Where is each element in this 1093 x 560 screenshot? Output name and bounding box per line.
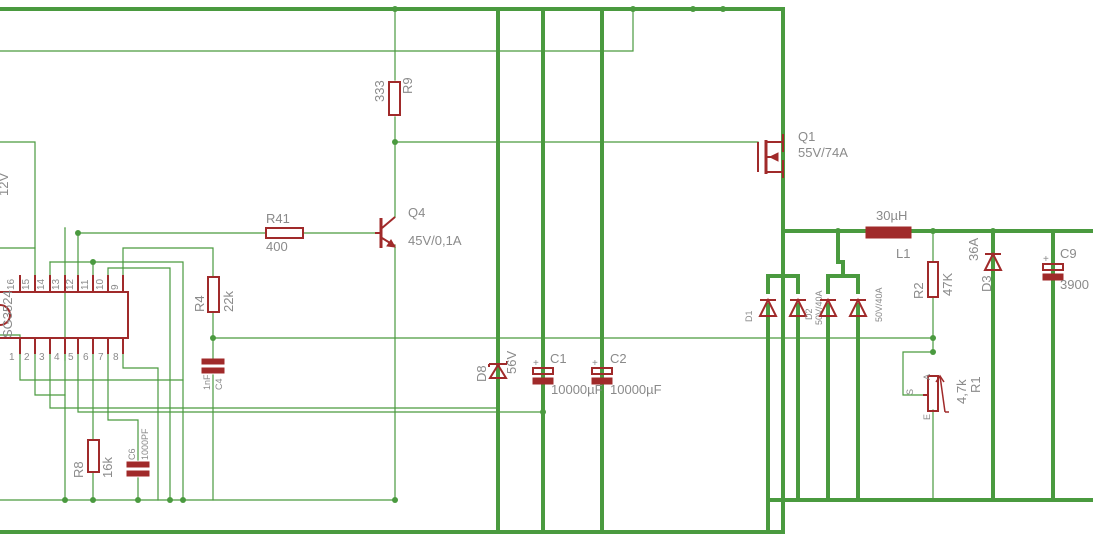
r1-pin-s: S bbox=[905, 389, 915, 395]
c2-value: 10000µF bbox=[610, 382, 662, 397]
pin-11: 11 bbox=[80, 279, 91, 290]
d3-value: 36A bbox=[966, 238, 981, 261]
pin-3: 3 bbox=[39, 352, 45, 363]
pin-14: 14 bbox=[36, 278, 47, 290]
capacitor-c2[interactable]: + C2 10000µF bbox=[591, 351, 662, 397]
c9-polarity: + bbox=[1043, 254, 1049, 265]
r9-value: 333 bbox=[372, 80, 387, 102]
c6-value: 1000PF bbox=[140, 428, 150, 460]
capacitor-c4[interactable]: 1nF C4 bbox=[201, 358, 225, 390]
diode-d2[interactable]: D2 50V/40A bbox=[804, 287, 884, 322]
mosfet-q1[interactable]: Q1 55V/74A bbox=[757, 129, 848, 178]
c4-value: 1nF bbox=[202, 374, 212, 390]
resistor-r2[interactable]: R2 47K bbox=[911, 261, 955, 299]
q4-value: 45V/0,1A bbox=[408, 233, 462, 248]
c9-value: 3900 bbox=[1060, 277, 1089, 292]
ic-pin-numbers-bottom: 1 2 3 4 5 6 7 8 bbox=[9, 352, 119, 363]
zener-diode-d8[interactable]: D8 56V bbox=[474, 351, 519, 382]
r41-value: 400 bbox=[266, 239, 288, 254]
net-12v-label: 12V bbox=[0, 173, 11, 196]
ic-label: SG3524 bbox=[0, 290, 15, 338]
pin-4: 4 bbox=[54, 352, 60, 363]
pin-2: 2 bbox=[24, 352, 30, 363]
r8-name: R8 bbox=[71, 461, 86, 478]
r4-name: R4 bbox=[192, 295, 207, 312]
junction-dots bbox=[62, 6, 996, 503]
c1-value: 10000µF bbox=[551, 382, 603, 397]
d1-name: D1 bbox=[744, 310, 754, 322]
r1-value: 4,7k bbox=[954, 379, 969, 404]
capacitor-c9[interactable]: + C9 3900 bbox=[1042, 246, 1089, 292]
transistor-q4[interactable]: Q4 45V/0,1A bbox=[375, 205, 462, 248]
pin-8: 8 bbox=[113, 352, 119, 363]
pin-10: 10 bbox=[95, 278, 106, 290]
ic-pins bbox=[19, 275, 124, 354]
diode-d3[interactable]: D3 36A bbox=[966, 238, 1003, 292]
q1-name: Q1 bbox=[798, 129, 815, 144]
d3-name: D3 bbox=[979, 275, 994, 292]
r1-pin-a: A bbox=[922, 374, 932, 380]
resistor-r41[interactable]: R41 400 bbox=[265, 211, 304, 254]
d8-value: 56V bbox=[504, 351, 519, 374]
c2-polarity: + bbox=[592, 358, 598, 369]
q4-name: Q4 bbox=[408, 205, 425, 220]
resistor-r9[interactable]: 333 R9 bbox=[372, 77, 415, 116]
c4-name: C4 bbox=[214, 378, 224, 390]
resistor-r4[interactable]: R4 22k bbox=[192, 276, 236, 313]
power-rails bbox=[0, 7, 1093, 534]
pin-9: 9 bbox=[110, 284, 121, 290]
r9-name: R9 bbox=[400, 77, 415, 94]
capacitor-c6[interactable]: C6 1000PF bbox=[126, 428, 150, 477]
r41-name: R41 bbox=[266, 211, 290, 226]
ic-sg3524[interactable]: SG3524 16 15 14 13 12 11 10 9 1 2 3 4 5 … bbox=[0, 275, 129, 363]
c9-name: C9 bbox=[1060, 246, 1077, 261]
resistor-r8[interactable]: R8 16k bbox=[71, 439, 115, 478]
r2-name: R2 bbox=[911, 282, 926, 299]
pin-16: 16 bbox=[6, 278, 17, 290]
q1-value: 55V/74A bbox=[798, 145, 848, 160]
pin-7: 7 bbox=[98, 352, 104, 363]
d2-value: 50V/40A bbox=[874, 287, 884, 322]
d8-name: D8 bbox=[474, 365, 489, 382]
pin-5: 5 bbox=[68, 352, 74, 363]
capacitor-c1[interactable]: + C1 10000µF bbox=[532, 351, 603, 397]
potentiometer-r1[interactable]: A S E 4,7k R1 bbox=[905, 374, 983, 420]
r4-value: 22k bbox=[221, 291, 236, 312]
diode-d1[interactable]: D1 50V/40A bbox=[744, 290, 824, 325]
l1-name: L1 bbox=[896, 246, 910, 261]
c1-polarity: + bbox=[533, 358, 539, 369]
l1-value: 30µH bbox=[876, 208, 907, 223]
r1-name: R1 bbox=[968, 376, 983, 393]
signal-wires bbox=[0, 8, 934, 501]
pin-6: 6 bbox=[83, 352, 89, 363]
ic-pin-numbers-top: 16 15 14 13 12 11 10 9 bbox=[6, 278, 121, 290]
inductor-l1[interactable]: 30µH L1 bbox=[865, 208, 912, 261]
d2-name: D2 bbox=[804, 308, 814, 320]
r2-value: 47K bbox=[940, 273, 955, 296]
pin-1: 1 bbox=[9, 352, 15, 363]
c1-name: C1 bbox=[550, 351, 567, 366]
r8-value: 16k bbox=[100, 457, 115, 478]
pin-13: 13 bbox=[51, 278, 62, 290]
d1-value: 50V/40A bbox=[814, 290, 824, 325]
r1-pin-e: E bbox=[922, 414, 932, 420]
pin-12: 12 bbox=[65, 278, 76, 290]
c2-name: C2 bbox=[610, 351, 627, 366]
pin-15: 15 bbox=[21, 278, 32, 290]
c6-name: C6 bbox=[127, 448, 137, 460]
